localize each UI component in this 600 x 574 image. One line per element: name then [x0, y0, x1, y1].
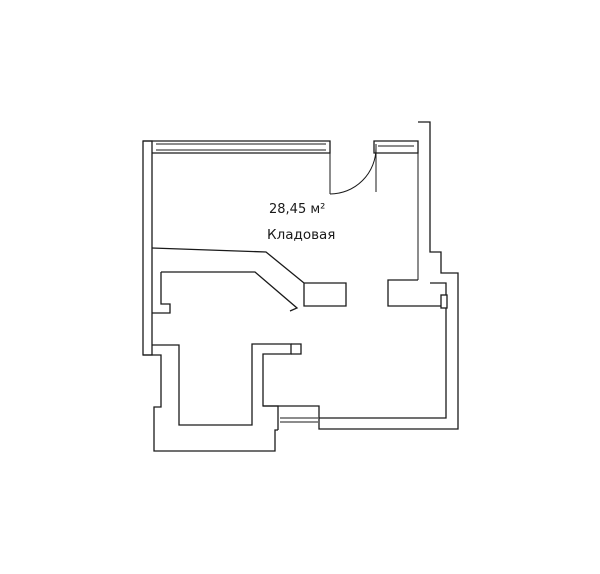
room-name-label: Кладовая	[267, 227, 336, 243]
top-wall-left	[143, 140, 331, 154]
inner-wall-middle	[291, 343, 302, 355]
inner-wall-diagonal	[151, 247, 347, 307]
right-wall	[318, 121, 459, 430]
window-right	[440, 294, 448, 309]
door-arc	[329, 147, 377, 195]
inner-wall-left-lower	[152, 343, 292, 430]
room-area-label: 28,45 м²	[269, 202, 326, 217]
inner-wall-left-block	[152, 272, 171, 314]
bottom-wall-left	[274, 429, 278, 441]
outer-wall-left	[142, 140, 153, 356]
inner-wall-diagonal-lower	[161, 271, 299, 312]
outer-wall-left-lower	[143, 354, 276, 452]
top-wall-right	[373, 140, 419, 154]
bottom-wall	[263, 405, 320, 418]
inner-wall-right-stub	[387, 279, 446, 307]
